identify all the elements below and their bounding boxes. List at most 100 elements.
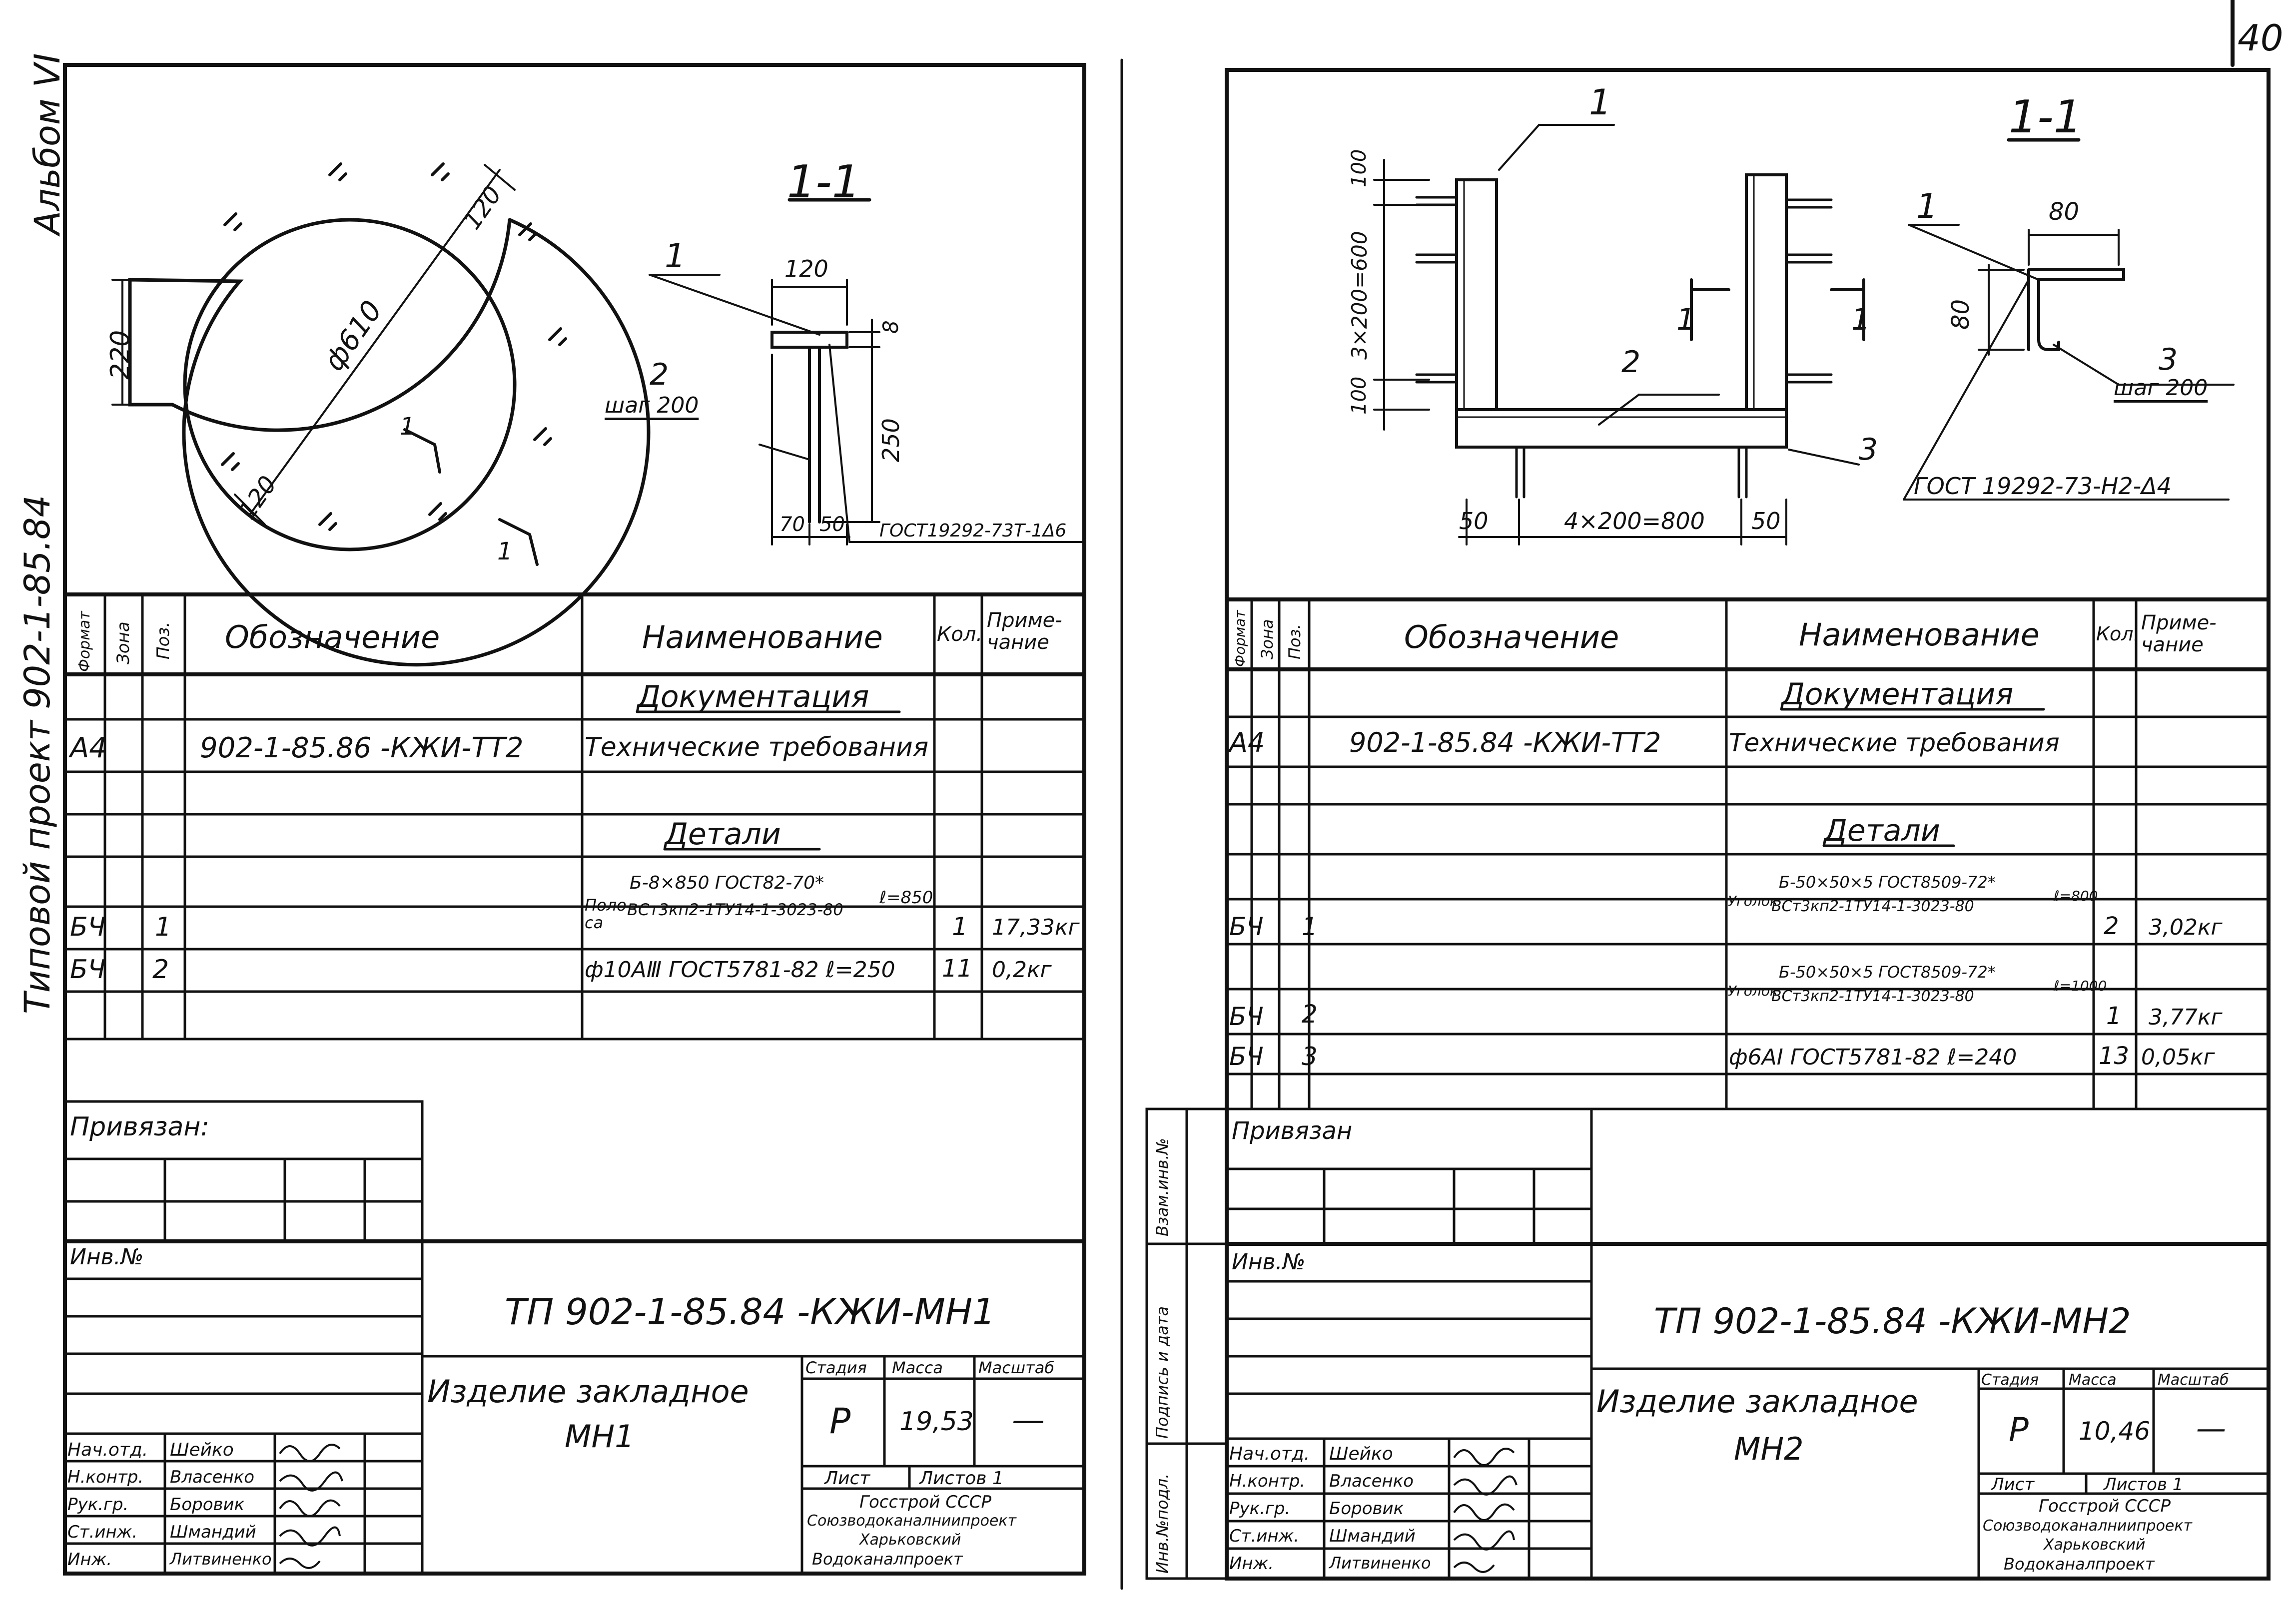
page-number: 40 — [2238, 17, 2284, 59]
left-d2-note: 0,2кг — [992, 957, 1052, 983]
left-doc-name: Технические требования — [585, 732, 929, 762]
right-signer-name: Боровик — [1329, 1499, 1404, 1519]
right-d3-pos: 3 — [1302, 1042, 1318, 1071]
right-frame-drawing — [1373, 124, 1865, 545]
left-title-block — [63, 1239, 1086, 1576]
right-leader-2: 2 — [1621, 345, 1641, 380]
left-sheet-label: Лист — [824, 1468, 870, 1489]
right-d1-qty: 2 — [2104, 912, 2119, 940]
right-group-details: Детали — [1824, 813, 1940, 848]
right-signer-name: Шмандий — [1329, 1526, 1416, 1546]
left-org2: Союзводоканалниипроект — [807, 1512, 1016, 1530]
right-doc-designation: 902-1-85.84 -КЖИ-ТТ2 — [1349, 727, 1661, 758]
left-doc-code: ТП 902-1-85.84 -КЖИ-МН1 — [505, 1291, 995, 1333]
left-d1-prefix: Поло-са — [585, 896, 633, 933]
right-d3-note: 0,05кг — [2141, 1045, 2215, 1070]
right-d2-qty: 1 — [2106, 1002, 2122, 1030]
left-d1-bottom: ВСт3кп2-1ТУ14-1-3023-80 — [627, 900, 843, 919]
hdr-designation: Обозначение — [225, 619, 440, 655]
right-d2-length: ℓ=1000 — [2054, 978, 2107, 994]
right-title-line2: МН2 — [1734, 1431, 1804, 1467]
left-org3: Харьковский — [859, 1531, 961, 1549]
right-sheets-label: Листов 1 — [2104, 1475, 2184, 1495]
right-d2-top: Б-50×50×5 ГОСТ8509-72* — [1779, 963, 1996, 982]
left-signer-name: Шейко — [170, 1440, 234, 1460]
left-d1-format: БЧ — [70, 912, 106, 942]
right-leader-1: 1 — [1589, 82, 1611, 123]
right-signer-role: Н.контр. — [1229, 1471, 1306, 1491]
right-group-docs: Документация — [1781, 677, 2014, 712]
left-gost-weld: ГОСТ19292-73Т-1Δ6 — [879, 521, 1067, 541]
left-group-docs: Документация — [637, 679, 869, 714]
left-signer-role: Ст.инж. — [67, 1522, 138, 1542]
dim-4x200: 4×200=800 — [1564, 508, 1705, 535]
left-section — [649, 198, 1085, 545]
left-leader-1: 1 — [665, 237, 686, 275]
left-title-line2: МН1 — [565, 1418, 635, 1455]
right-mass: 10,46 — [2079, 1417, 2151, 1446]
right-signer-role: Нач.отд. — [1229, 1444, 1310, 1464]
right-signer-name: Шейко — [1329, 1444, 1393, 1464]
left-d2-format: БЧ — [70, 955, 106, 985]
left-org4: Водоканалпроект — [812, 1550, 963, 1569]
left-d1-top: Б-8×850 ГОСТ82-70* — [630, 873, 824, 893]
right-step: шаг 200 — [2114, 375, 2208, 401]
dim-80a: 80 — [2049, 198, 2080, 226]
left-inv-no: Инв.№ — [70, 1244, 144, 1270]
left-privyazan: Привязан: — [70, 1112, 209, 1142]
right-doc-name: Технические требования — [1729, 728, 2060, 757]
left-signer-role: Нач.отд. — [67, 1440, 148, 1460]
dim-120c: 120 — [784, 255, 828, 282]
left-mass-label: Масса — [892, 1358, 943, 1377]
right-scale: — — [2196, 1411, 2226, 1446]
left-title-line1: Изделие закладное — [427, 1373, 749, 1410]
left-cut-mark-a: 1 — [400, 413, 415, 441]
left-doc-designation: 902-1-85.86 -КЖИ-ТТ2 — [200, 732, 524, 764]
dim-50: 50 — [819, 513, 845, 536]
right-stage: Р — [2009, 1411, 2029, 1449]
left-signer-role: Н.контр. — [67, 1467, 144, 1487]
right-privyazan: Привязан — [1232, 1117, 1353, 1145]
dim-50a: 50 — [1459, 508, 1489, 535]
right-d2-format: БЧ — [1229, 1002, 1264, 1031]
right-d3-qty: 13 — [2099, 1042, 2130, 1070]
right-mass-label: Масса — [2069, 1371, 2117, 1389]
right-d2-prefix: Уголок — [1728, 983, 1778, 999]
right-leader-3: 3 — [1859, 432, 1878, 467]
left-stage: Р — [829, 1401, 851, 1442]
right-title-block — [1225, 1242, 2271, 1581]
left-stage-label: Стадия — [805, 1358, 867, 1377]
dim-50b: 50 — [1751, 508, 1781, 535]
left-d1-note: 17,33кг — [992, 915, 1080, 940]
right-org4: Водоканалпроект — [2004, 1555, 2155, 1574]
right-d1-format: БЧ — [1229, 912, 1264, 941]
right-stage-label: Стадия — [1981, 1371, 2039, 1389]
right-cut-mark-b: 1 — [1851, 302, 1871, 337]
left-flange — [111, 164, 651, 667]
left-d1-qty: 1 — [952, 912, 968, 941]
hdr-name: Наименование — [1799, 616, 2040, 653]
right-d1-note: 3,02кг — [2149, 915, 2223, 940]
left-sheets-label: Листов 1 — [919, 1468, 1004, 1489]
left-signer-role: Инж. — [67, 1550, 112, 1570]
left-d2-qty: 11 — [942, 955, 973, 983]
left-spec-grid — [63, 593, 1086, 1041]
right-d3-name: ф6АⅠ ГОСТ5781-82 ℓ=240 — [1729, 1045, 2017, 1070]
left-mass: 19,53 — [899, 1407, 974, 1437]
right-spec-grid — [1225, 598, 2270, 1110]
right-doc-code: ТП 902-1-85.84 -КЖИ-МН2 — [1654, 1301, 2131, 1342]
hdr-designation: Обозначение — [1404, 619, 1619, 655]
right-d1-length: ℓ=800 — [2054, 888, 2098, 904]
right-org3: Харьковский — [2044, 1536, 2146, 1554]
left-signer-name: Боровик — [170, 1495, 245, 1515]
left-leader-2: 2 — [650, 357, 669, 392]
group-underlines — [636, 708, 2045, 851]
right-signer-name: Власенко — [1329, 1471, 1414, 1491]
hdr-note: Приме-чание — [2141, 611, 2217, 656]
left-d2-name: ф10АⅢ ГОСТ5781-82 ℓ=250 — [585, 957, 895, 983]
left-signer-name: Власенко — [170, 1467, 255, 1487]
left-org1: Госстрой СССР — [859, 1492, 991, 1512]
right-signer-role: Ст.инж. — [1229, 1526, 1300, 1546]
right-d1-prefix: Уголок — [1728, 893, 1778, 909]
